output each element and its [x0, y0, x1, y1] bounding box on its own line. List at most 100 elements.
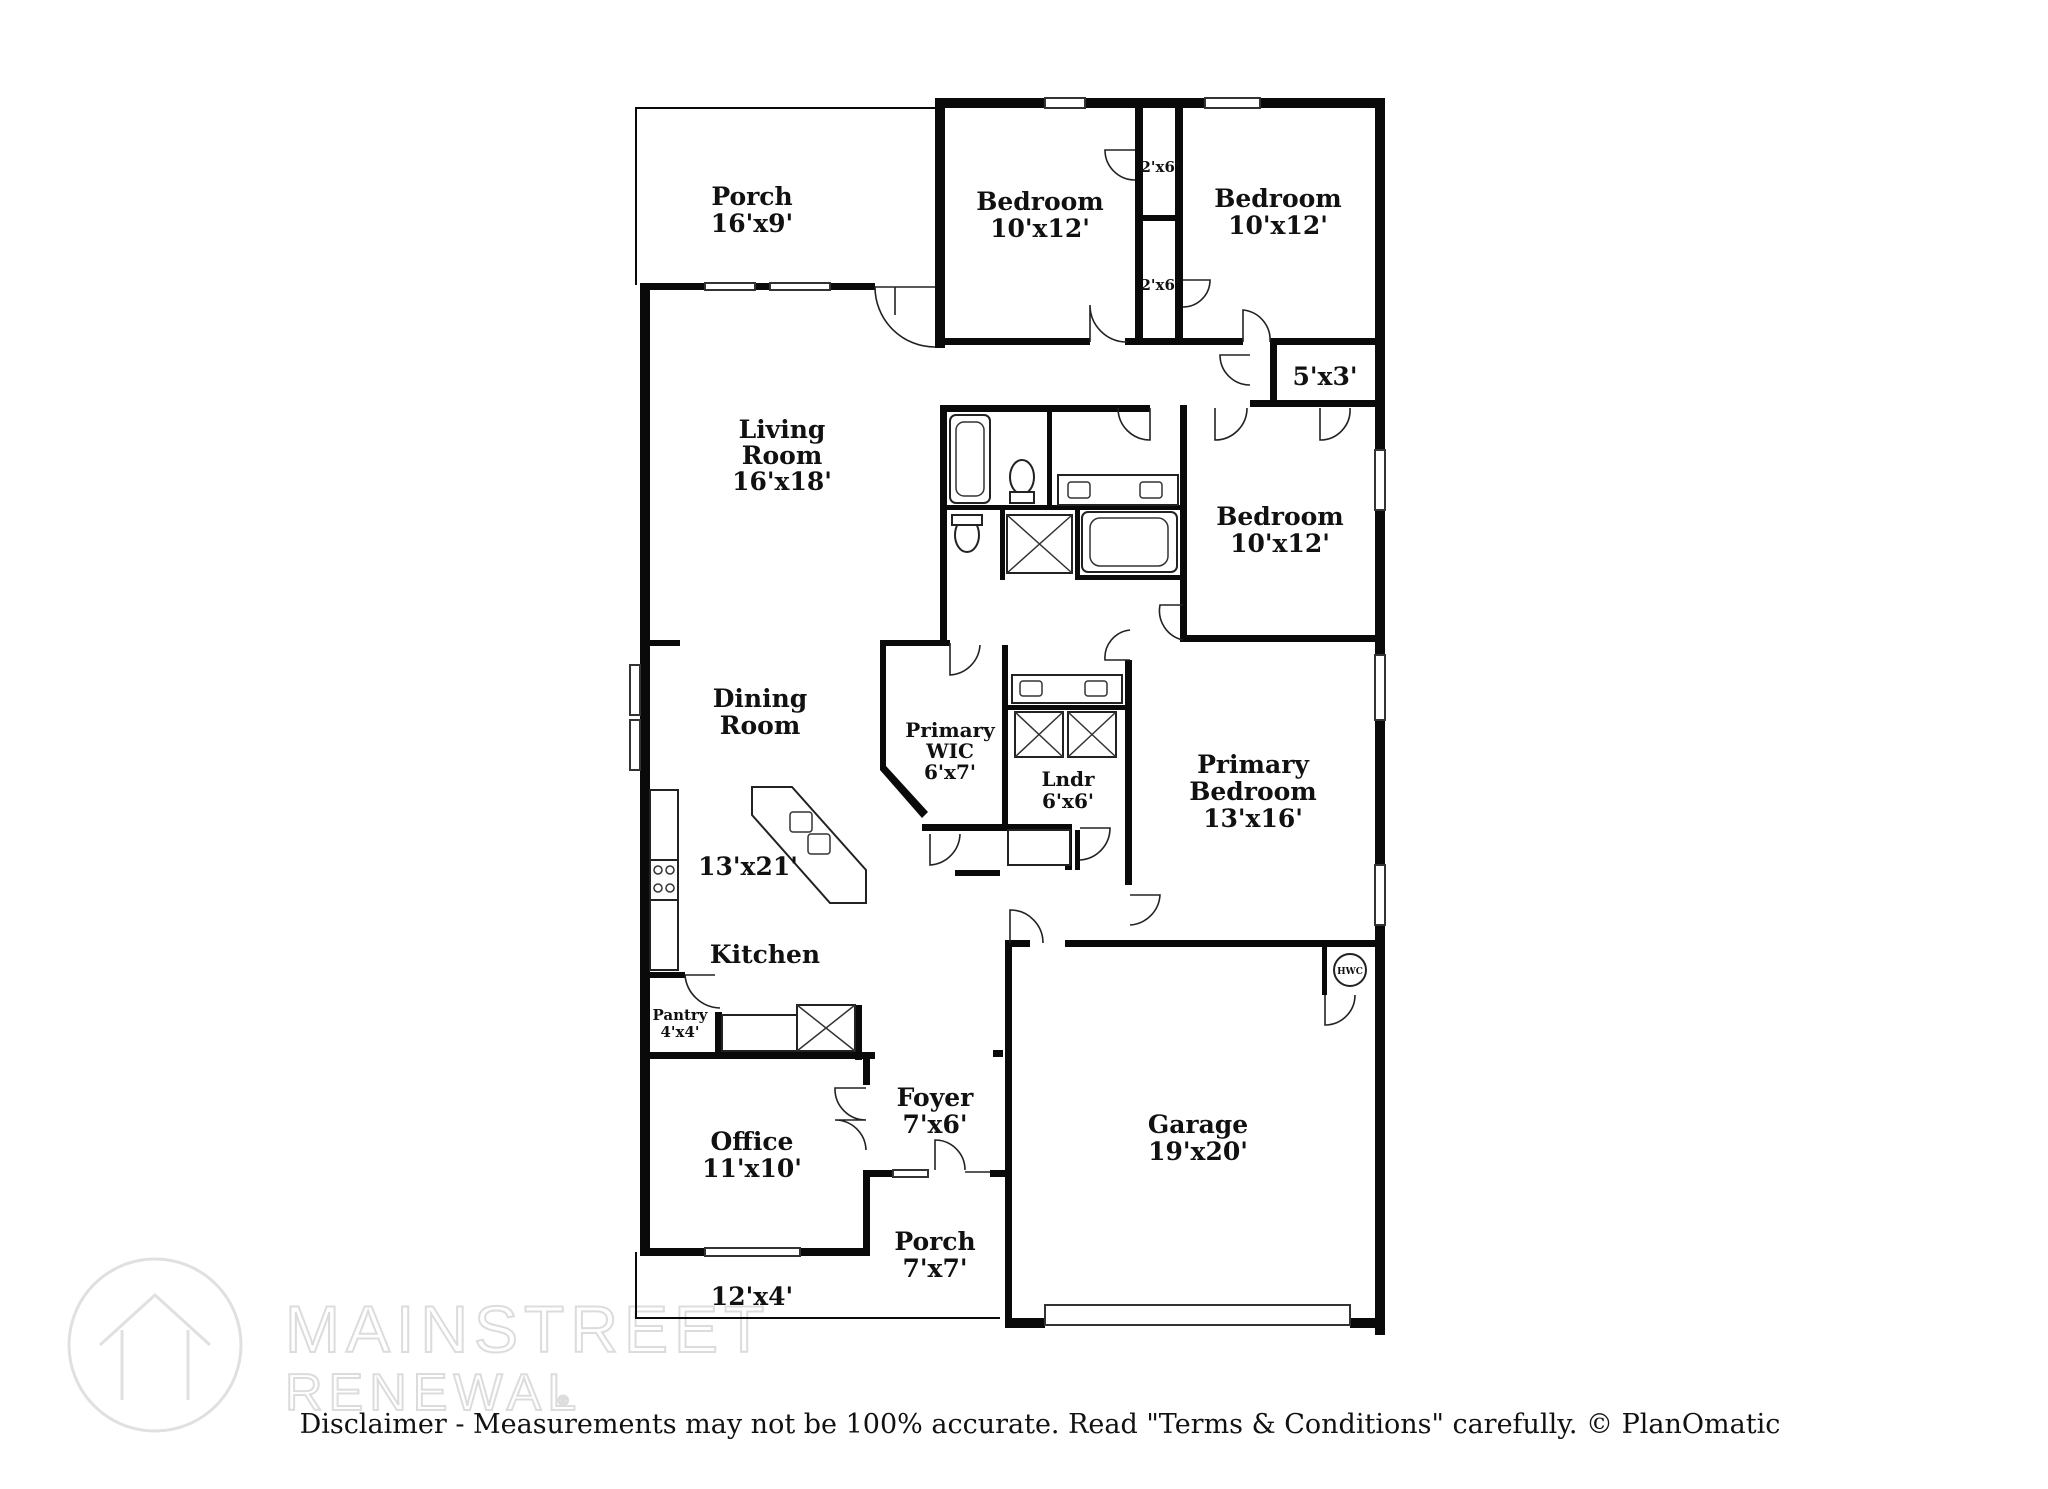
wall-office-top	[645, 1052, 875, 1059]
window-office	[704, 1247, 801, 1257]
door-primary	[1129, 894, 1161, 926]
wall-foyer-right-stub	[993, 1050, 1003, 1057]
door-closet1	[1104, 149, 1136, 181]
wall-garage-bottom-b	[1350, 1318, 1385, 1328]
room-name: Primary	[905, 718, 996, 742]
sink-1	[1067, 481, 1091, 499]
wall-bed1-right	[1135, 108, 1143, 338]
watermark-line1: MAINSTREET	[285, 1292, 770, 1366]
wall-living-top	[640, 283, 875, 290]
toilet-1	[1009, 459, 1035, 495]
window-bed3	[1374, 449, 1386, 511]
room-porch-back: Porch 16'x9'	[711, 182, 793, 238]
wall-primary-left	[1125, 660, 1132, 885]
room-size: 7'x6'	[902, 1110, 967, 1139]
room-size: 16'x18'	[732, 467, 832, 496]
room-pantry: Pantry 4'x4'	[652, 1006, 708, 1041]
room-name: Porch	[711, 182, 792, 211]
wall-foyer-bottom-b	[990, 1170, 1010, 1177]
kitchen-island	[751, 786, 867, 904]
washer-x	[1014, 711, 1064, 758]
wall-wic-bottom	[922, 824, 1072, 831]
room-closet-3: 5'x3'	[1292, 362, 1357, 391]
doors	[684, 149, 1356, 1173]
window-primary-2	[1374, 864, 1386, 926]
wall-pantry-top	[645, 972, 685, 978]
burner-4	[665, 883, 675, 893]
wall-bath-middle	[947, 505, 1187, 510]
wall-bed1-bottom-a	[935, 338, 1090, 345]
room-name: Primary	[1197, 750, 1310, 779]
window-living-1	[704, 282, 756, 291]
room-size: 7'x7'	[902, 1254, 967, 1283]
patio-outline	[635, 1252, 1000, 1319]
toilet-1-tank	[1009, 491, 1035, 504]
door-primary-bath-wic	[949, 643, 981, 676]
wall-wic-closet-bottom	[955, 870, 1000, 876]
room-bedroom-2: Bedroom 10'x12'	[1214, 184, 1342, 240]
water-heater-icon	[1333, 953, 1367, 987]
back-porch-outline	[635, 107, 935, 285]
window-dining-2	[629, 719, 641, 771]
shower-lines	[1006, 514, 1073, 574]
wall-left	[640, 285, 650, 1255]
wall-closet3-left	[1270, 345, 1277, 405]
room-size: 10'x12'	[1228, 211, 1328, 240]
room-name: Foyer	[897, 1083, 974, 1112]
room-size: 4'x4'	[660, 1023, 699, 1041]
room-size: 10'x12'	[1230, 529, 1330, 558]
room-size: 13'x16'	[1203, 804, 1303, 833]
sink-primary-2	[1084, 680, 1108, 697]
room-name: Office	[711, 1127, 794, 1156]
wall-bath-left	[940, 405, 947, 640]
wall-living-dining-stub	[640, 640, 680, 646]
watermark-logo: MAINSTREET RENEWAL ®	[67, 1257, 770, 1433]
porch-outlines	[635, 107, 1000, 1319]
toilet-2-tank	[951, 514, 983, 526]
room-closet-2: 2'x6'	[1140, 276, 1179, 294]
garage-door	[1044, 1304, 1351, 1326]
door-bed3-closet	[1214, 407, 1248, 441]
watermark-house-icon	[98, 1292, 212, 1400]
wall-bed3-bottom	[1180, 635, 1385, 642]
wall-office-right-top	[863, 1055, 870, 1085]
kitchen-sink-1	[789, 811, 813, 833]
wall-closet3-bottom	[1250, 400, 1385, 407]
door-front	[934, 1139, 990, 1173]
door-bed1	[1089, 304, 1128, 343]
room-primary-bedroom: Primary Bedroom 13'x16'	[1189, 750, 1317, 833]
wall-bed2-bottom-a	[1183, 338, 1243, 345]
room-name: Dining	[713, 684, 808, 713]
range	[649, 859, 679, 901]
burner-3	[653, 883, 663, 893]
water-heater-label: HWC	[1337, 967, 1363, 977]
windows	[629, 97, 1386, 1326]
room-name: Bedroom	[1216, 502, 1344, 531]
room-name: Living	[739, 415, 826, 444]
room-name: Room	[742, 441, 823, 470]
wall-bed2-left	[1175, 108, 1183, 345]
door-pantry	[684, 974, 721, 1009]
door-primary-bath	[1104, 629, 1131, 661]
wall-laundry-stub	[1075, 830, 1080, 870]
wall-office-right	[863, 1170, 870, 1255]
room-name: Bedroom	[1214, 184, 1342, 213]
burner-2	[665, 865, 675, 875]
sink-primary-1	[1019, 680, 1043, 697]
room-closet-1: 2'x6'	[1140, 158, 1179, 176]
window-dining-1	[629, 664, 641, 716]
door-bed2	[1242, 309, 1271, 343]
dryer-x	[1067, 711, 1117, 758]
wall-toilet-divider	[1000, 510, 1005, 580]
kitchen-sink-2	[807, 833, 831, 855]
room-name: Porch	[894, 1227, 975, 1256]
door-garage	[1009, 909, 1044, 944]
wall-bath-top	[940, 405, 1150, 412]
wall-office-bottom-b	[800, 1248, 870, 1256]
room-dining-kitchen-size: 13'x21'	[698, 852, 798, 881]
door-bed3	[1158, 604, 1184, 641]
room-size: 10'x12'	[990, 214, 1090, 243]
room-name: Pantry	[652, 1006, 708, 1024]
wall-laundry-top	[1002, 705, 1132, 710]
